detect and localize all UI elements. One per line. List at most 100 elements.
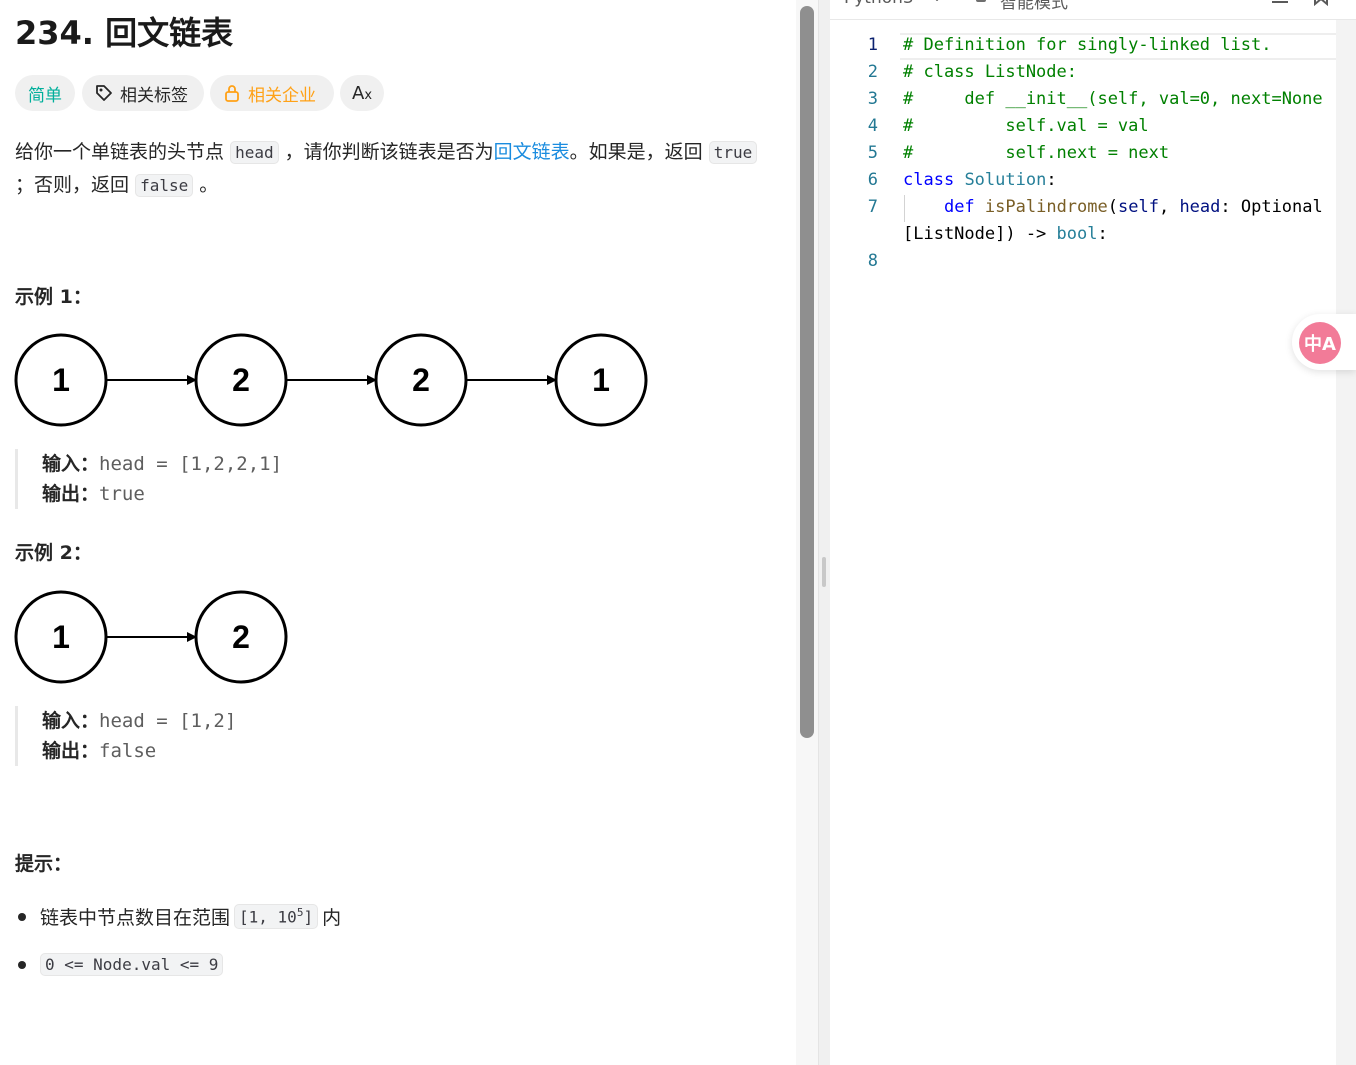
line-number: 3 [867, 89, 878, 109]
code-line: # def __init__(self, val=0, next=None [903, 89, 1323, 109]
constraint-text-end: 内 [322, 907, 342, 929]
constraints-title: 提示： [15, 853, 73, 875]
desc-text-2: ，请你判断该链表是否为 [284, 141, 494, 163]
code-true: true [708, 141, 758, 164]
constraint-code-exponent: 5 [296, 906, 304, 920]
code-line: class Solution: [903, 170, 1057, 190]
list-node: 2 [194, 333, 288, 427]
input-label: 输入： [42, 710, 100, 732]
constraint-code: 0 <= Node.val <= 9 [40, 953, 224, 976]
panel-divider[interactable] [818, 0, 830, 1065]
desc-text-5: 。 [199, 174, 219, 196]
editor-toolbar: Python3 ⌄ 智能模式 [830, 0, 1356, 20]
menu-icon[interactable] [1270, 0, 1290, 4]
bullet-dot [18, 912, 26, 921]
related-companies-button[interactable]: 相关企业 [210, 75, 334, 111]
related-tags-button[interactable]: 相关标签 [82, 75, 204, 111]
code-type-bool: bool [1056, 224, 1098, 244]
code-punct: : [1097, 224, 1108, 244]
constraint-item: 链表中节点数目在范围 [1, 105] 内 [18, 903, 341, 930]
line-number: 7 [867, 197, 878, 217]
translate-icon-sub: x [364, 87, 373, 103]
line-number: 4 [867, 116, 878, 136]
example-2-io-block: 输入：head = [1,2] 输出：false [15, 706, 236, 766]
code-function-name: isPalindrome [984, 197, 1108, 217]
constraint-text: 链表中节点数目在范围 [40, 907, 231, 929]
constraint-code-end: ] [303, 907, 314, 927]
code-false: false [135, 174, 194, 197]
language-selector[interactable]: Python3 [844, 0, 914, 8]
translate-icon: Ax [352, 83, 372, 104]
code-punct: , [1158, 197, 1180, 217]
code-class-name: Solution [964, 170, 1047, 190]
bullet-dot [18, 960, 26, 969]
code-param: head [1179, 197, 1221, 217]
desc-text-3: 。如果是，返回 [569, 141, 703, 163]
line-number: 5 [867, 143, 878, 163]
node-value: 2 [412, 362, 430, 398]
output-value: true [99, 483, 145, 505]
indent-guide [904, 195, 905, 222]
smart-mode-toggle[interactable]: 智能模式 [1000, 0, 1068, 13]
example-1-title: 示例 1： [15, 286, 92, 308]
output-label: 输出： [42, 483, 100, 505]
code-punct: ( [1107, 197, 1118, 217]
code-type: [ListNode]) -> [903, 224, 1057, 244]
code-line: # class ListNode: [903, 62, 1077, 82]
example-2-linked-list-diagram: 1 2 [14, 590, 288, 684]
code-head: head [230, 141, 279, 164]
node-value: 2 [232, 362, 250, 398]
input-label: 输入： [42, 453, 100, 475]
list-node: 2 [194, 590, 288, 684]
chevron-down-icon: ⌄ [932, 0, 942, 4]
desc-text-1: 给你一个单链表的头节点 [15, 141, 225, 163]
translate-button[interactable]: Ax [340, 75, 384, 111]
desc-text-4: ；否则，返回 [15, 174, 130, 196]
output-value: false [99, 740, 157, 762]
example-2-title: 示例 2： [15, 542, 92, 564]
constraint-code: [1, 105] [234, 904, 319, 929]
constraint-item: 0 <= Node.val <= 9 [18, 953, 224, 976]
line-number: 6 [867, 170, 878, 190]
description-scrollbar-thumb[interactable] [800, 6, 814, 738]
output-label: 输出： [42, 740, 100, 762]
constraint-code-base: [1, 10 [239, 907, 297, 927]
current-line-highlight [900, 33, 1336, 60]
floating-translate-button[interactable]: 中A [1299, 322, 1341, 364]
node-value: 1 [52, 619, 70, 655]
code-line-wrapped: [ListNode]) -> bool: [903, 224, 1108, 244]
list-node: 1 [554, 333, 648, 427]
related-companies-label: 相关企业 [248, 85, 316, 106]
code-editor[interactable]: Python3 ⌄ 智能模式 1 2 3 4 5 6 7 8 # Definit… [830, 0, 1356, 1065]
lock-icon [225, 85, 239, 102]
line-number: 8 [867, 251, 878, 271]
code-line: # self.next = next [903, 143, 1170, 163]
problem-title: 234. 回文链表 [15, 14, 234, 52]
node-value: 1 [52, 362, 70, 398]
code-param: self [1118, 197, 1159, 217]
translate-icon-letter: A [351, 82, 365, 104]
example-1-linked-list-diagram: 1 2 2 1 [14, 333, 648, 427]
code-line: # Definition for singly-linked list. [903, 35, 1272, 55]
editor-scrollbar[interactable] [1336, 20, 1356, 1065]
difficulty-label: 简单 [28, 85, 62, 106]
input-value: head = [1,2] [99, 710, 237, 732]
list-node: 1 [14, 333, 108, 427]
code-keyword: class [903, 170, 955, 190]
problem-statement: 给你一个单链表的头节点 head ，请你判断该链表是否为回文链表。如果是，返回 … [15, 136, 760, 202]
line-number: 2 [867, 62, 878, 82]
code-punct: : [1046, 170, 1057, 190]
node-value: 2 [232, 619, 250, 655]
smart-mode-icon [976, 0, 986, 2]
related-tags-label: 相关标签 [120, 85, 188, 106]
example-1-io-block: 输入：head = [1,2,2,1] 输出：true [15, 449, 282, 509]
problem-description-panel: 234. 回文链表 简单 相关标签 相关企业 Ax 给你一个单链表的头节点 he… [14, 14, 760, 976]
list-node: 1 [14, 590, 108, 684]
difficulty-badge[interactable]: 简单 [15, 75, 75, 111]
panel-resize-handle[interactable] [822, 557, 826, 587]
code-line: def isPalindrome(self, head: Optional [903, 197, 1323, 217]
bookmark-icon[interactable] [1312, 0, 1330, 6]
palindrome-link[interactable]: 回文链表 [493, 141, 570, 163]
node-value: 1 [592, 362, 610, 398]
input-value: head = [1,2,2,1] [99, 453, 283, 475]
